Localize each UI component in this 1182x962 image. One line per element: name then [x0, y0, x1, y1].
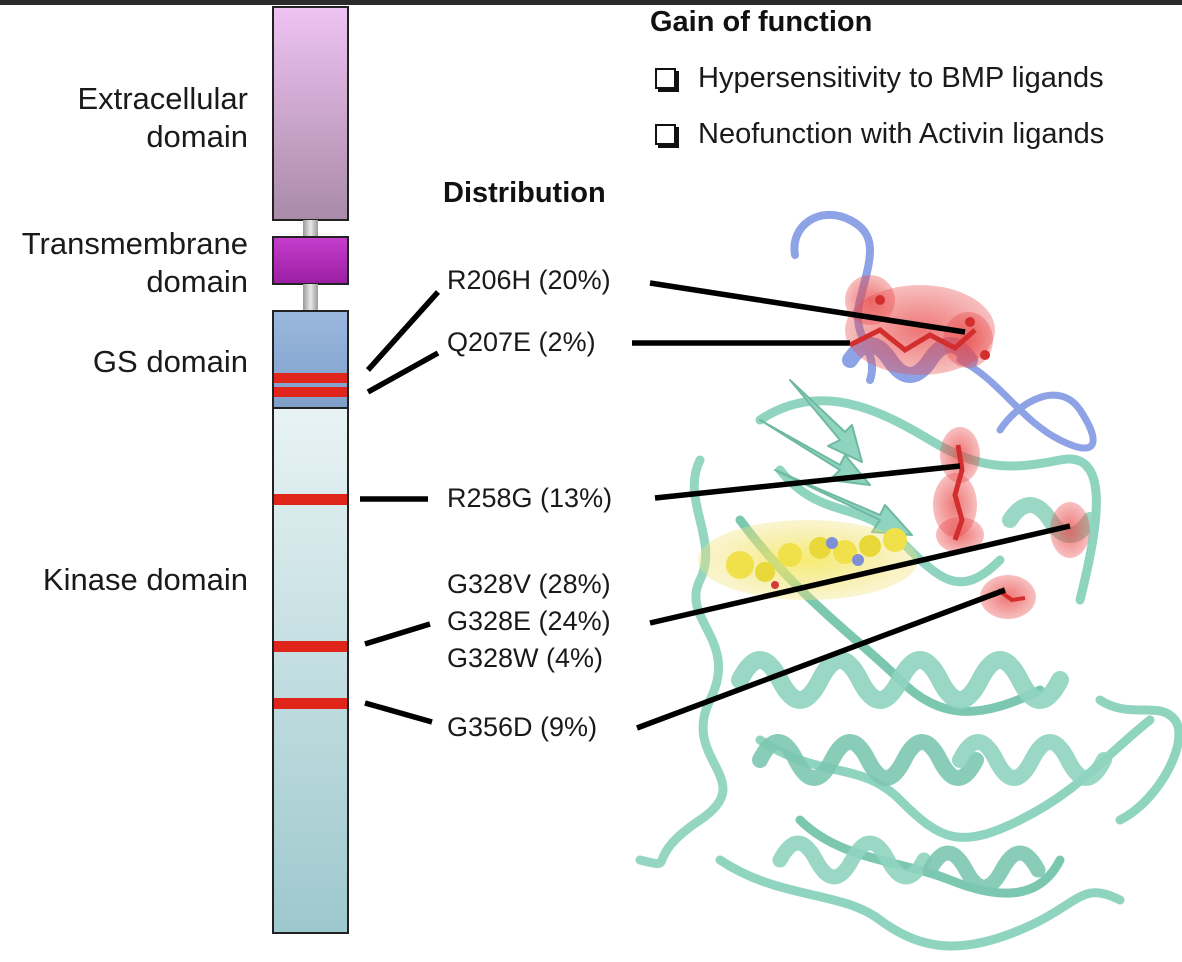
distribution-title: Distribution: [443, 177, 606, 209]
mutation-band-r258g: [274, 494, 347, 505]
leader-lines: [360, 280, 1071, 731]
mutation-label-g328e: G328E (24%): [447, 606, 611, 636]
extracellular-line-1: Extracellular: [77, 81, 248, 116]
legend-item-bmp-label: Hypersensitivity to BMP ligands: [698, 62, 1104, 94]
mutation-label-r258g: R258G (13%): [447, 483, 613, 513]
leader-g328-bar: [364, 621, 431, 647]
kinase-segment: [272, 407, 349, 934]
mutation-label-r206h: R206H (20%): [447, 265, 611, 295]
ligand-spheres: [698, 520, 918, 600]
mutation-label-q207e: Q207E (2%): [447, 327, 596, 357]
mutation-band-r206h: [274, 373, 347, 383]
checkbox-icon: [655, 124, 676, 145]
domain-bar: [272, 6, 349, 934]
legend-item-activin-label: Neofunction with Activin ligands: [698, 118, 1105, 150]
mutation-band-q207e: [274, 387, 347, 397]
transmembrane-segment: [272, 236, 349, 285]
mutation-label-g328w: G328W (4%): [447, 643, 604, 673]
extracellular-line-2: domain: [146, 119, 248, 154]
transmembrane-line-1: Transmembrane: [21, 226, 248, 261]
leader-r206h-structure: [649, 280, 966, 335]
extracellular-segment: [272, 6, 349, 221]
gs-domain-label: GS domain: [92, 344, 248, 379]
checkbox-icon: [655, 68, 676, 89]
linker-2: [303, 284, 318, 311]
legend-item-activin: Neofunction with Activin ligands: [655, 118, 1104, 151]
mutation-band-g328: [274, 641, 347, 652]
leader-g328-structure: [649, 523, 1071, 626]
top-border: [0, 0, 1182, 5]
linker-1: [303, 220, 318, 237]
leader-r206h-bar: [365, 290, 441, 372]
kinase-domain-label: Kinase domain: [42, 562, 248, 597]
leader-r258g-structure: [654, 463, 961, 501]
extracellular-domain-label: Extracellular domain: [20, 80, 248, 156]
leader-g356d-bar: [364, 700, 433, 725]
leader-q207e-bar: [366, 350, 440, 395]
gain-of-function-title: Gain of function: [650, 6, 873, 38]
legend-item-bmp: Hypersensitivity to BMP ligands: [655, 62, 1104, 95]
transmembrane-line-2: domain: [146, 264, 248, 299]
transmembrane-domain-label: Transmembrane domain: [0, 225, 248, 301]
mutation-band-g356d: [274, 698, 347, 709]
mutation-label-g328v: G328V (28%): [447, 569, 611, 599]
mutation-label-g356d: G356D (9%): [447, 712, 598, 742]
mutation-residues: [845, 275, 1090, 619]
leader-g356d-structure: [636, 587, 1006, 731]
